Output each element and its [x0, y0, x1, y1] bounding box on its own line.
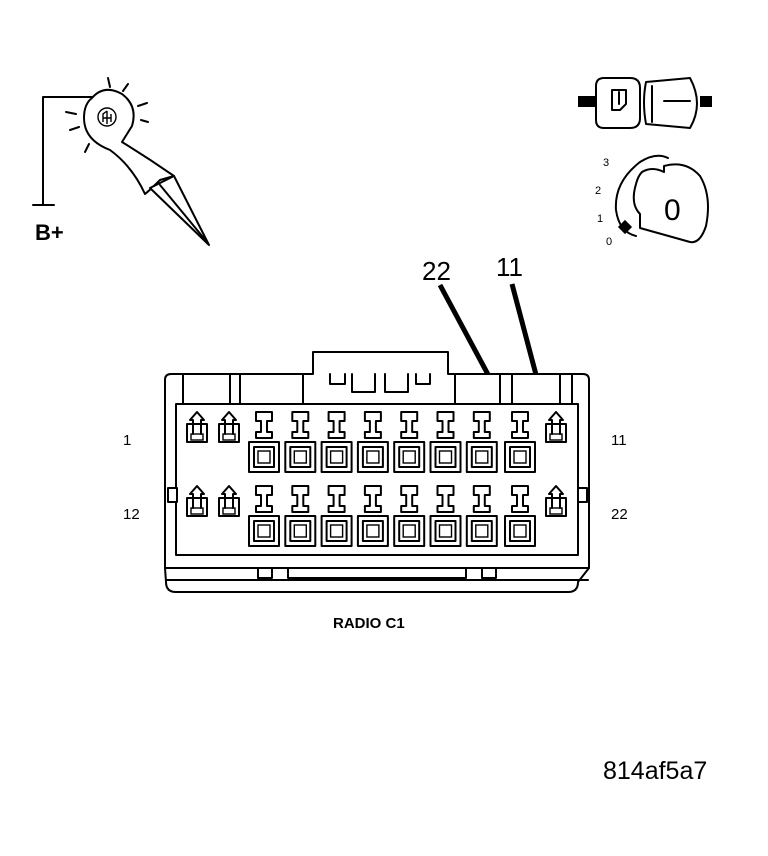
- ignition-switch-icon: 3 2 1 0 0: [595, 154, 709, 248]
- supply-label: B+: [35, 220, 64, 245]
- pin-1-label: 1: [123, 432, 131, 449]
- pin-cavity-15: [284, 485, 317, 547]
- pin-cavity-6: [356, 411, 389, 473]
- pin-cavity-19: [429, 485, 462, 547]
- key-cylinder: [614, 161, 641, 237]
- left-lock: [167, 487, 178, 503]
- pin-12-label: 12: [123, 506, 140, 523]
- pin-22-label: 22: [611, 506, 628, 523]
- figure-code: 814af5a7: [603, 757, 707, 785]
- key-position-label: 0: [664, 194, 681, 227]
- position-2-label: 2: [595, 185, 601, 197]
- pin-cavity-16: [320, 485, 353, 547]
- probe-bulb-icon: [97, 107, 117, 127]
- pin-cavity-8: [429, 411, 462, 473]
- pin-cavity-17: [356, 485, 389, 547]
- pin-cavity-12: [186, 485, 208, 517]
- callout-22-label: 22: [422, 256, 451, 286]
- pin-cavity-14: [248, 485, 280, 547]
- ground-wire: [42, 96, 99, 206]
- radio-c1-connector: 1 11 12 22: [123, 351, 628, 593]
- pin-cavity-10: [504, 411, 536, 473]
- light-rays: [65, 77, 149, 153]
- pin-cavity-9: [465, 411, 498, 473]
- pin-cavity-1: [186, 411, 208, 443]
- pin-cavity-5: [320, 411, 353, 473]
- pin-cavity-22: [545, 485, 567, 517]
- pin-cavity-4: [284, 411, 317, 473]
- pin-cavity-7: [393, 411, 426, 473]
- pin-cavity-3: [248, 411, 280, 473]
- pin-11-label: 11: [611, 432, 627, 449]
- right-lock: [577, 487, 588, 503]
- connector-name: RADIO C1: [333, 615, 405, 632]
- pin-cavity-21: [504, 485, 536, 547]
- position-marker: [617, 219, 633, 235]
- pin-cavity-11: [545, 411, 567, 443]
- pin-cavity-18: [393, 485, 426, 547]
- probe-handle: [83, 88, 175, 195]
- callout-11-label: 11: [496, 252, 523, 282]
- test-light-probe: B+: [32, 77, 210, 246]
- pin-cavity-20: [465, 485, 498, 547]
- pin-cavity-2: [218, 411, 240, 443]
- disconnected-connector-icon: [578, 77, 712, 129]
- position-1-label: 1: [597, 213, 603, 225]
- pin-cavity-13: [218, 485, 240, 517]
- position-3-label: 3: [603, 157, 609, 169]
- position-0-label: 0: [606, 236, 612, 248]
- ignition-key: [632, 163, 709, 244]
